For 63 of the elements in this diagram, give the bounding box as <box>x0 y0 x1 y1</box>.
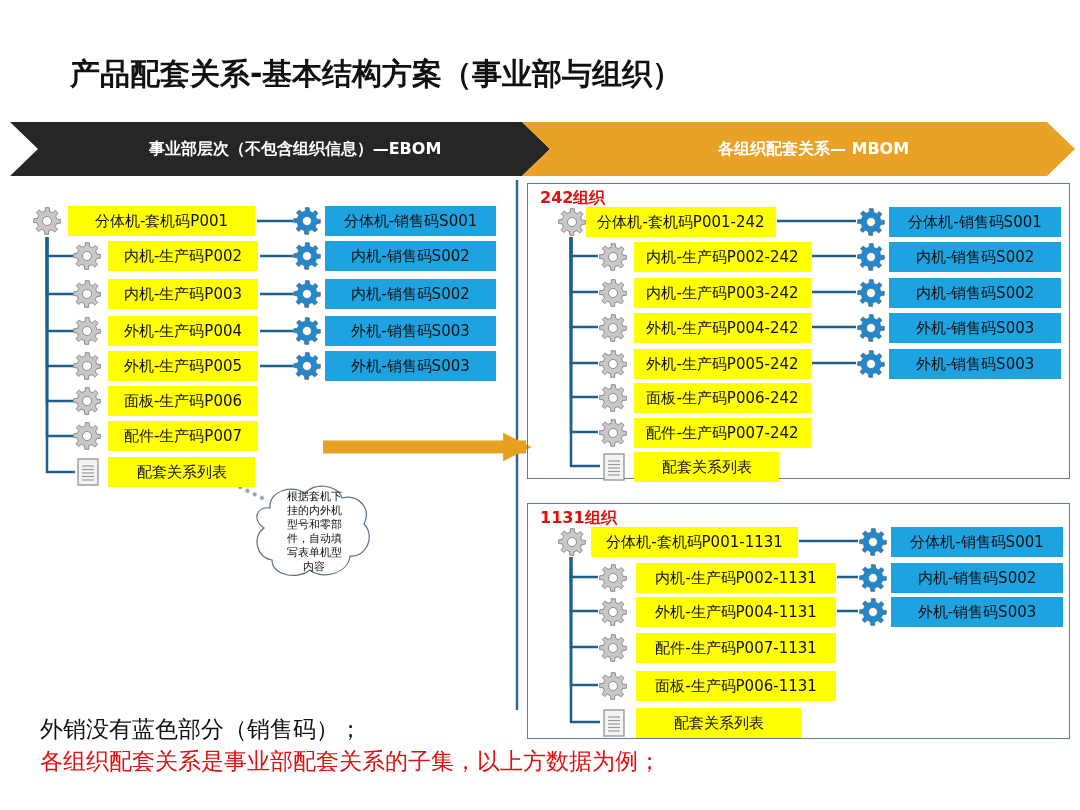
part-code-box: 内机-生产码P003-242 <box>634 278 811 308</box>
sales-code-box: 内机-销售码S002 <box>325 279 496 309</box>
group-title: 242组织 <box>540 188 606 209</box>
connector-line <box>569 557 600 724</box>
connector-line <box>837 609 858 613</box>
callout-text: 根据套机下挂的内外机型号和零部件，自动填写表单机型内容 <box>285 490 343 574</box>
list-title-box: 配套关系列表 <box>108 457 255 487</box>
part-code-box: 面板-生产码P006-242 <box>634 383 811 413</box>
connector-line <box>45 237 75 474</box>
connector-line <box>257 219 293 223</box>
part-code-box: 外机-生产码P004 <box>108 316 258 346</box>
group-panel <box>527 183 1070 479</box>
section-banner: 事业部层次（不包含组织信息）—EBOM <box>10 122 550 176</box>
group-title: 1131组织 <box>540 508 617 529</box>
sales-code-box: 内机-销售码S002 <box>891 563 1063 593</box>
connector-line <box>260 254 293 258</box>
note-text: 各组织配套关系是事业部配套关系的子集，以上方数据为例； <box>40 747 661 776</box>
part-code-box: 外机-生产码P005 <box>108 351 258 381</box>
part-code-box: 分体机-套机码P001-242 <box>586 207 776 237</box>
connector-line <box>812 361 856 365</box>
sales-code-box: 内机-销售码S002 <box>325 241 496 271</box>
part-code-box: 内机-生产码P002 <box>108 241 258 271</box>
connector-line <box>812 325 856 329</box>
part-code-box: 面板-生产码P006 <box>108 386 258 416</box>
thought-bubble-trail <box>238 485 264 500</box>
connector-line <box>569 237 600 468</box>
sales-code-box: 外机-销售码S003 <box>891 597 1063 627</box>
connector-line <box>777 219 856 223</box>
connector-line <box>812 254 856 258</box>
part-code-box: 内机-生产码P003 <box>108 279 258 309</box>
part-code-box: 内机-生产码P002-242 <box>634 242 811 272</box>
part-code-box: 外机-生产码P004-1131 <box>636 597 836 627</box>
list-title-box: 配套关系列表 <box>634 452 779 482</box>
connector-line <box>812 290 856 294</box>
sales-code-box: 分体机-销售码S001 <box>891 527 1063 557</box>
part-code-box: 分体机-套机码P001 <box>68 206 255 236</box>
connector-line <box>260 329 293 333</box>
connector-line <box>260 292 293 296</box>
sales-code-box: 外机-销售码S003 <box>325 316 496 346</box>
sales-code-box: 分体机-销售码S001 <box>325 206 496 236</box>
part-code-box: 外机-生产码P004-242 <box>634 313 811 343</box>
block-arrow <box>323 432 532 462</box>
connector-line <box>837 575 858 579</box>
part-code-box: 外机-生产码P005-242 <box>634 349 811 379</box>
list-title-box: 配套关系列表 <box>636 708 801 738</box>
part-code-box: 配件-生产码P007 <box>108 421 258 451</box>
group-panel <box>527 503 1070 739</box>
sales-code-box: 外机-销售码S003 <box>889 313 1061 343</box>
connector-line <box>260 364 293 368</box>
part-code-box: 内机-生产码P002-1131 <box>636 563 836 593</box>
part-code-box: 面板-生产码P006-1131 <box>636 671 836 701</box>
slide-title: 产品配套关系-基本结构方案（事业部与组织） <box>70 55 683 93</box>
sales-code-box: 分体机-销售码S001 <box>889 207 1061 237</box>
sales-code-box: 内机-销售码S002 <box>889 278 1061 308</box>
note-text: 外销没有蓝色部分（销售码）； <box>40 715 362 744</box>
sales-code-box: 外机-销售码S003 <box>325 351 496 381</box>
part-code-box: 配件-生产码P007-1131 <box>636 633 836 663</box>
part-code-box: 配件-生产码P007-242 <box>634 418 811 448</box>
part-code-box: 分体机-套机码P001-1131 <box>591 527 798 557</box>
section-banner: 各组织配套关系— MBOM <box>522 122 1075 176</box>
sales-code-box: 外机-销售码S003 <box>889 349 1061 379</box>
connector-line <box>799 539 858 543</box>
sales-code-box: 内机-销售码S002 <box>889 242 1061 272</box>
